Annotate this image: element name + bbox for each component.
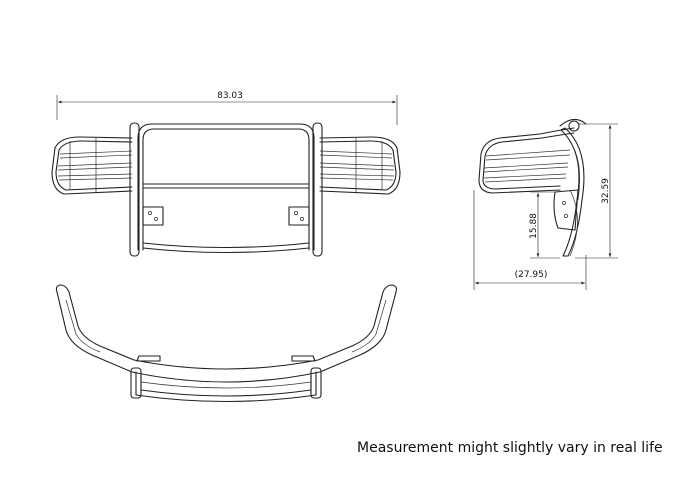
depth-label: (27.95) bbox=[515, 270, 548, 280]
mount-height-label: 15.88 bbox=[529, 213, 539, 239]
right-wing bbox=[319, 136, 401, 195]
front-view: 83.03 bbox=[51, 91, 401, 257]
height-label: 32.59 bbox=[601, 178, 611, 204]
disclaimer-caption: Measurement might slightly vary in real … bbox=[357, 440, 663, 456]
mount-height-dimension: 15.88 bbox=[529, 191, 560, 259]
side-view: 32.59 15.88 (27.95) bbox=[473, 118, 618, 290]
depth-dimension: (27.95) bbox=[473, 190, 587, 290]
width-dimension: 83.03 bbox=[56, 91, 398, 125]
center-hoop bbox=[129, 122, 323, 257]
width-label: 83.03 bbox=[217, 91, 243, 101]
left-wing bbox=[51, 136, 133, 195]
top-view bbox=[55, 284, 398, 403]
height-dimension: 32.59 bbox=[575, 123, 618, 259]
